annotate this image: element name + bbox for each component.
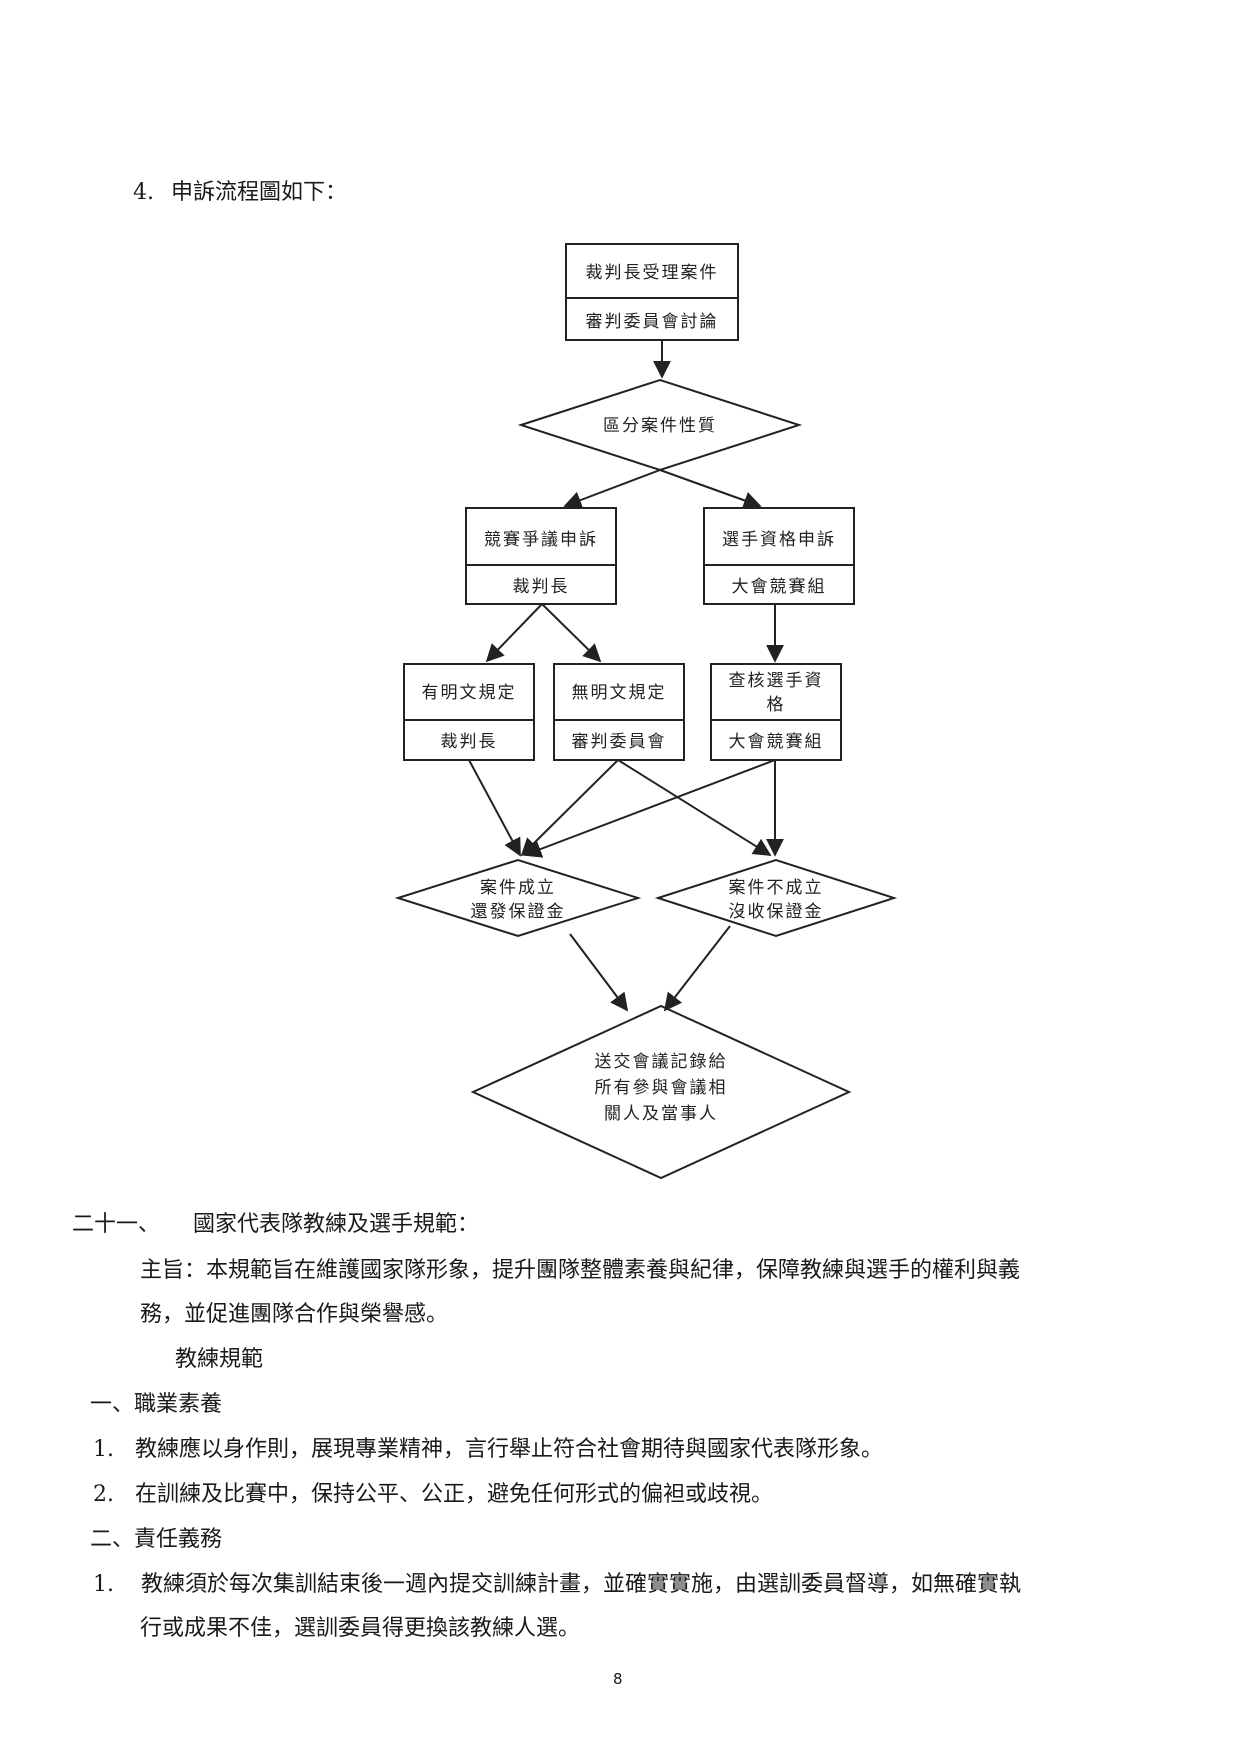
explicit-top-text: 有明文規定	[422, 683, 517, 703]
verify-top-text-1: 查核選手資	[729, 671, 824, 691]
rejected-text-2: 沒收保證金	[729, 902, 824, 922]
item-text-line-1: 教練須於每次集訓結束後一週內提交訓練計畫，並確實實施，由選訓委員督導，如無確實執	[141, 1572, 1022, 1597]
page-number: 8	[613, 1670, 623, 1688]
part-1-item-1: 1. 教練應以身作則，展現專業精神，言行舉止符合社會期待與國家代表隊形象。	[93, 1435, 883, 1465]
eligibility-box	[703, 507, 855, 605]
purpose-line-2: 務，並促進團隊合作與榮譽感。	[140, 1302, 449, 1327]
intake-box	[565, 243, 739, 341]
section-21-title: 國家代表隊教練及選手規範：	[193, 1212, 480, 1237]
no-rule-top-text: 無明文規定	[572, 683, 667, 703]
eligibility-top-text: 選手資格申訴	[722, 530, 836, 550]
dispute-top-text: 競賽爭議申訴	[484, 529, 598, 550]
section-21-heading: 二十一、 國家代表隊教練及選手規範：	[72, 1210, 479, 1240]
item-text: 在訓練及比賽中，保持公平、公正，避免任何形式的偏袒或歧視。	[135, 1482, 774, 1507]
classify-text: 區分案件性質	[603, 416, 717, 436]
item-number: 2.	[93, 1482, 114, 1507]
minutes-text-3: 關人及當事人	[604, 1104, 718, 1124]
upheld-text-2: 還發保證金	[471, 902, 566, 922]
item-number: 1.	[93, 1437, 114, 1462]
section-4-number: 4.	[133, 180, 154, 205]
minutes-text-2: 所有參與會議相	[595, 1078, 728, 1098]
dispute-bottom-text: 裁判長	[513, 577, 570, 597]
upheld-diamond	[394, 858, 642, 938]
verify-top-text-2: 格	[767, 695, 786, 715]
verify-bottom-text: 大會競賽組	[729, 731, 824, 752]
coach-rules-title: 教練規範	[175, 1347, 264, 1372]
rejected-text-1: 案件不成立	[729, 878, 824, 898]
no-rule-bottom-text: 審判委員會	[572, 732, 667, 752]
item-text: 教練應以身作則，展現專業精神，言行舉止符合社會期待與國家代表隊形象。	[135, 1437, 884, 1462]
part-2-title: 二、責任義務	[90, 1527, 223, 1552]
purpose-line-1: 主旨：本規範旨在維護國家隊形象，提升團隊整體素養與紀律，保障教練與選手的權利與義	[140, 1258, 1021, 1283]
section-4-title: 申訴流程圖如下：	[171, 180, 348, 205]
minutes-text-1: 送交會議記錄給	[595, 1052, 728, 1072]
rejected-diamond	[654, 858, 898, 938]
eligibility-bottom-text: 大會競賽組	[732, 576, 827, 597]
item-number: 1.	[93, 1572, 114, 1597]
classify-diamond	[517, 378, 803, 472]
intake-top-text: 裁判長受理案件	[586, 263, 719, 283]
part-1-title: 一、職業素養	[90, 1392, 223, 1417]
part-1-item-2: 2. 在訓練及比賽中，保持公平、公正，避免任何形式的偏袒或歧視。	[93, 1480, 773, 1510]
appeal-flowchart: 裁判長受理案件 審判委員會討論 區分案件性質 競賽爭議申訴 裁判長 選手資格申訴…	[394, 243, 898, 1180]
intake-bottom-text: 審判委員會討論	[586, 312, 719, 332]
section-21-number: 二十一、	[72, 1212, 161, 1237]
explicit-bottom-text: 裁判長	[441, 732, 498, 752]
upheld-text-1: 案件成立	[480, 878, 556, 898]
section-4-heading: 4. 申訴流程圖如下：	[133, 178, 347, 208]
part-2-item-1: 1. 教練須於每次集訓結束後一週內提交訓練計畫，並確實實施，由選訓委員督導，如無…	[93, 1570, 1021, 1600]
minutes-diamond	[470, 1004, 852, 1180]
part-2-item-1-line-2: 行或成果不佳，選訓委員得更換該教練人選。	[140, 1616, 581, 1641]
